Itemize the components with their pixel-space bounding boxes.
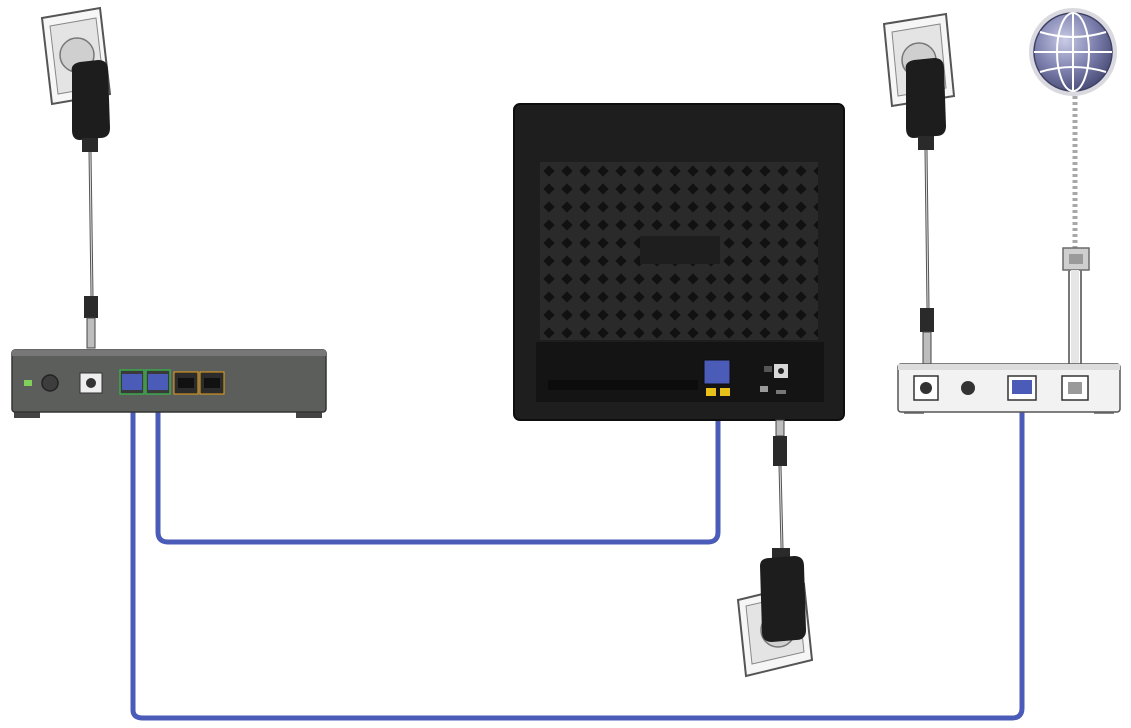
globe-icon [1029, 8, 1117, 96]
ethernet-port [703, 359, 731, 385]
ethernet-cable-switch-modem [130, 382, 1025, 721]
power-adapter-switch [71, 60, 110, 349]
network-switch-icon [11, 349, 327, 418]
ethernet-plug [148, 374, 168, 390]
power-button [961, 381, 975, 395]
power-adapter-router [772, 419, 790, 564]
modem-icon [897, 363, 1121, 414]
wall-outlet-icon [40, 6, 112, 106]
internet-line [1062, 96, 1090, 376]
wall-outlet-icon [736, 556, 814, 678]
power-led [24, 380, 32, 386]
ethernet-plug [122, 374, 142, 390]
power-adapter-modem [905, 58, 946, 367]
power-button [41, 374, 59, 392]
router-icon [513, 103, 845, 421]
ethernet-cable-switch-router [155, 380, 721, 545]
